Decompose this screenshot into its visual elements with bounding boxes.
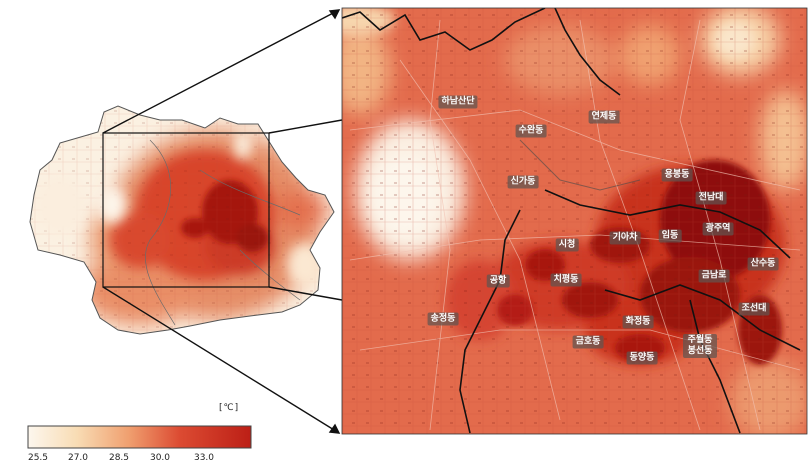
place-label-chipyeong: 치평동	[550, 273, 582, 287]
place-label-chosun-univ: 조선대	[738, 302, 770, 316]
place-label-airport: 공항	[486, 274, 510, 288]
legend-tick: 30.0	[149, 453, 171, 463]
place-label-dongyang: 동양동	[626, 351, 658, 365]
zoom-extent-box	[102, 132, 270, 288]
legend-tick: 27.0	[67, 453, 89, 463]
detail-map-panel	[342, 8, 807, 434]
place-label-hwajeong: 화정동	[622, 315, 654, 329]
overview-map	[29, 105, 335, 335]
place-label-gwangju-station: 광주역	[702, 222, 734, 236]
legend-unit: [℃]	[219, 403, 240, 413]
place-label-imdong: 임동	[658, 229, 682, 243]
legend-tick: 33.0	[193, 453, 215, 463]
legend-color-bar	[27, 425, 252, 449]
place-label-sansu: 산수동	[747, 257, 779, 271]
legend-tick: 25.5	[27, 453, 49, 463]
place-label-yongbong: 용봉동	[661, 168, 693, 182]
place-label-juwol-bongseon: 주월동 봉선동	[683, 334, 717, 358]
place-label-geumnamro: 금남로	[698, 269, 730, 283]
legend-tick: 28.5	[108, 453, 130, 463]
place-label-singa: 신가동	[507, 175, 539, 189]
place-label-songjeong: 송정동	[427, 312, 459, 326]
place-label-yeonje: 연제동	[588, 110, 620, 124]
place-label-suwan: 수완동	[515, 124, 547, 138]
place-label-city-hall: 시청	[555, 238, 579, 252]
place-label-kia-motors: 기아차	[609, 231, 641, 245]
place-label-chonnam-univ: 전남대	[695, 191, 727, 205]
zoom-connectors	[102, 9, 343, 434]
place-label-geumho: 금호동	[572, 335, 604, 349]
place-label-hanam-industrial: 하남산단	[438, 95, 478, 109]
